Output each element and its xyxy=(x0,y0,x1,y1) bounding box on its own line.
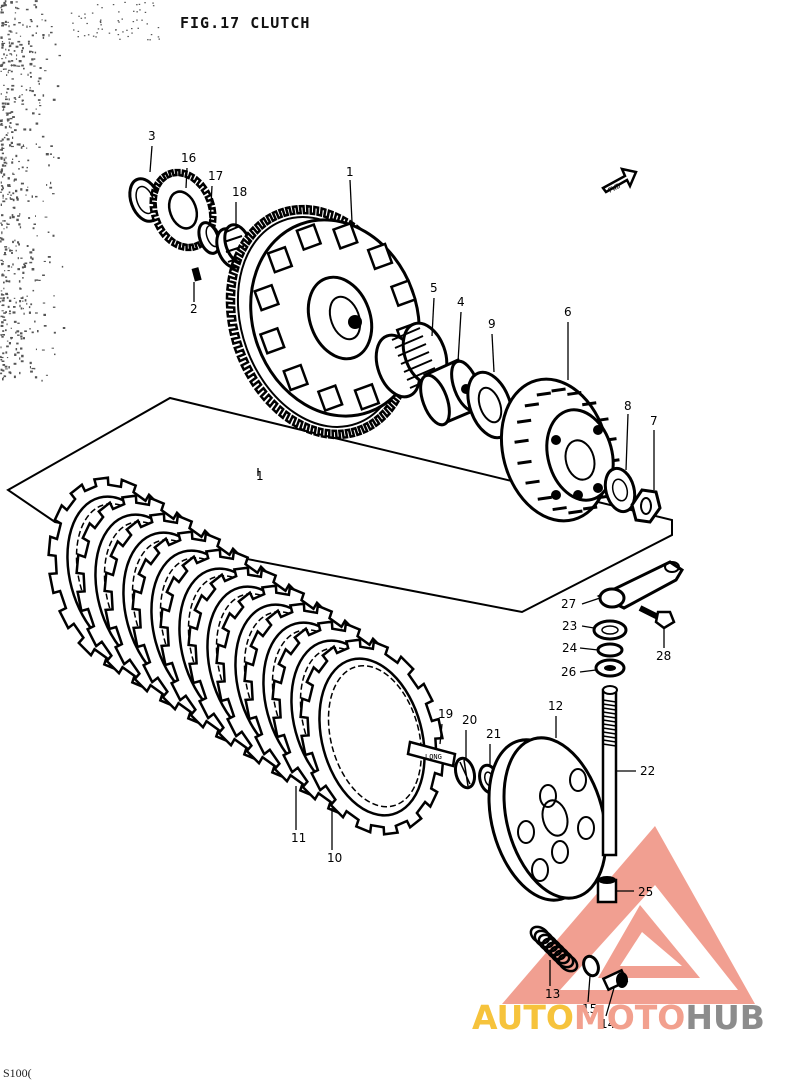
callout-2: 2 xyxy=(190,302,198,316)
callout-14: 14 xyxy=(600,1017,615,1031)
callout-24: 24 xyxy=(562,641,577,655)
leader-line-15 xyxy=(587,975,591,1003)
callout-28: 28 xyxy=(656,649,671,663)
clutch-hub-6 xyxy=(499,377,620,523)
callout-6: 6 xyxy=(564,305,572,319)
bolt-28 xyxy=(638,605,676,630)
callout-11: 11 xyxy=(291,831,306,845)
callout-20: 20 xyxy=(462,713,477,727)
callout-22: 22 xyxy=(640,764,655,778)
leader-line-27 xyxy=(581,597,601,605)
callout-1: 1 xyxy=(346,165,354,179)
callout-9: 9 xyxy=(488,317,496,331)
leader-line-19 xyxy=(439,723,443,745)
leader-line-8 xyxy=(625,413,629,471)
callout-7: 7 xyxy=(650,414,658,428)
bearing-5 xyxy=(374,321,449,399)
leader-line-1 xyxy=(349,179,353,223)
callout-27: 27 xyxy=(561,597,576,611)
svg-text:LONG: LONG xyxy=(425,753,442,761)
callout-12: 12 xyxy=(548,699,563,713)
clutch-plates-stack xyxy=(47,476,445,836)
callout-1: 1 xyxy=(256,469,264,483)
nut-7 xyxy=(630,488,662,524)
scan-noise xyxy=(0,0,160,382)
washer-24 xyxy=(596,642,624,658)
push-rod-19: LONG xyxy=(406,740,457,768)
pressure-plate-12 xyxy=(487,736,608,902)
leader-line-23 xyxy=(581,625,595,629)
callout-25: 25 xyxy=(638,885,653,899)
spring-13 xyxy=(529,925,579,973)
forward-arrow-icon: FWD xyxy=(601,167,638,195)
seal-26 xyxy=(594,658,626,678)
leader-line-16 xyxy=(185,167,188,189)
leader-line-4 xyxy=(457,311,462,363)
callout-26: 26 xyxy=(561,665,576,679)
callout-18: 18 xyxy=(232,185,247,199)
bolt-14 xyxy=(601,968,629,992)
callout-4: 4 xyxy=(457,295,465,309)
callout-21: 21 xyxy=(486,727,501,741)
washer-8 xyxy=(603,466,637,514)
callout-10: 10 xyxy=(327,851,342,865)
watermark-part-3: HUB xyxy=(685,998,765,1037)
leader-line-14 xyxy=(605,987,615,1017)
callout-13: 13 xyxy=(545,987,560,1001)
leader-line-26 xyxy=(579,669,597,673)
seal-23 xyxy=(592,619,628,641)
callout-17: 17 xyxy=(208,169,223,183)
corner-code: S100( xyxy=(3,1066,32,1080)
callout-16: 16 xyxy=(181,151,196,165)
spacer-17 xyxy=(197,221,221,255)
bearing-20 xyxy=(453,756,477,790)
watermark-part-1: AUTO xyxy=(472,998,574,1037)
leader-line-3 xyxy=(149,145,153,173)
bearing-25 xyxy=(596,876,618,904)
figure-title: FIG.17 CLUTCH xyxy=(180,14,311,32)
callout-19: 19 xyxy=(438,707,453,721)
release-arm-27 xyxy=(596,560,685,610)
callout-8: 8 xyxy=(624,399,632,413)
screw-2 xyxy=(191,267,202,282)
leader-line-9 xyxy=(491,333,495,373)
watermark-text: AUTOMOTOHUB xyxy=(472,998,765,1037)
washer-15 xyxy=(582,954,600,978)
release-rod-22 xyxy=(601,685,618,857)
callout-15: 15 xyxy=(582,1002,597,1016)
watermark-part-2: MOTO xyxy=(573,998,686,1037)
leader-line-17 xyxy=(209,185,213,225)
leader-line-24 xyxy=(579,647,599,651)
leader-line-5 xyxy=(431,297,435,337)
callout-23: 23 xyxy=(562,619,577,633)
callout-5: 5 xyxy=(430,281,438,295)
watermark-logo xyxy=(502,826,755,1004)
assembly-outline xyxy=(6,396,673,614)
callout-3: 3 xyxy=(148,129,156,143)
